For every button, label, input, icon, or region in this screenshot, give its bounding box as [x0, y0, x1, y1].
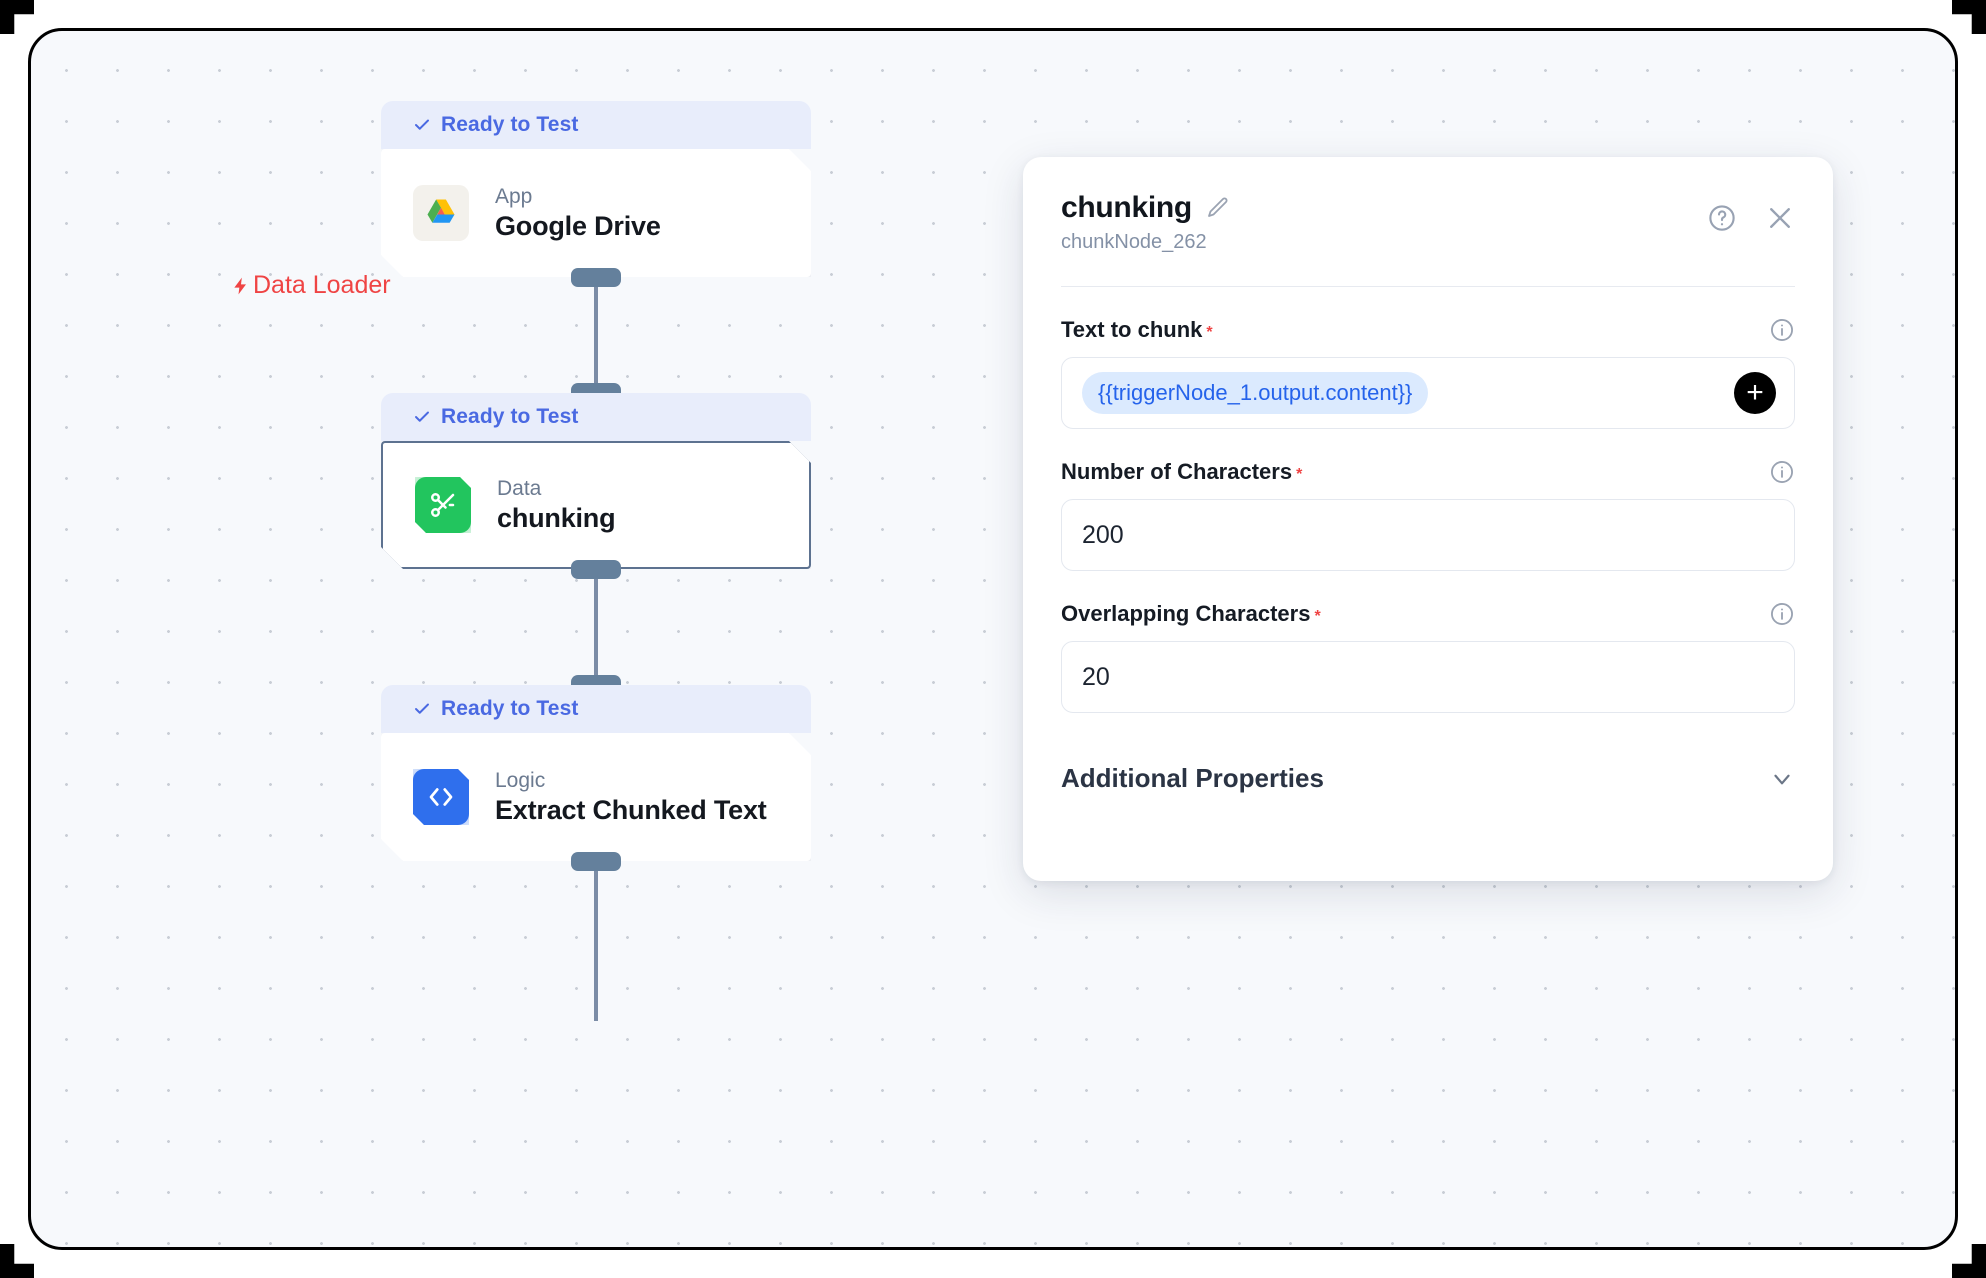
field-label-text: Text to chunk [1061, 317, 1203, 342]
node-title-label: Extract Chunked Text [495, 794, 767, 825]
pencil-icon[interactable] [1206, 196, 1230, 220]
check-icon [413, 700, 431, 718]
data-loader-annotation: Data Loader [231, 271, 391, 300]
node-status-label: Ready to Test [441, 113, 579, 136]
field-overlapping-characters: Overlapping Characters* 20 [1061, 601, 1795, 713]
node-card[interactable]: App Google Drive [381, 149, 811, 277]
question-circle-icon[interactable] [1707, 203, 1737, 233]
panel-title-row: chunking [1061, 191, 1795, 225]
field-label-row: Number of Characters* [1061, 459, 1795, 485]
additional-properties-accordion[interactable]: Additional Properties [1061, 763, 1795, 794]
connector-3 [381, 852, 811, 1021]
node-kind-label: Data [497, 476, 542, 500]
text-to-chunk-input[interactable]: {{triggerNode_1.output.content}} + [1061, 357, 1795, 429]
required-asterisk: * [1296, 466, 1303, 483]
info-icon[interactable] [1769, 459, 1795, 485]
field-label: Text to chunk* [1061, 317, 1213, 343]
node-status-badge: Ready to Test [381, 101, 811, 149]
input-value: 200 [1082, 520, 1124, 549]
node-google-drive[interactable]: Ready to Test App Google Drive [381, 101, 811, 277]
field-label-row: Overlapping Characters* [1061, 601, 1795, 627]
overlapping-characters-input[interactable]: 20 [1061, 641, 1795, 713]
node-title-label: chunking [497, 502, 616, 533]
panel-subtitle: chunkNode_262 [1061, 231, 1207, 253]
node-status-label: Ready to Test [441, 697, 579, 720]
required-asterisk: * [1314, 608, 1321, 625]
panel-divider [1061, 286, 1795, 287]
page-title: chunking [1061, 191, 1192, 224]
close-icon[interactable] [1765, 203, 1795, 233]
corner-mark-top-right [1952, 0, 1986, 34]
field-label-text: Number of Characters [1061, 459, 1293, 484]
node-flow: Ready to Test App Google Drive [381, 101, 811, 1021]
node-text: App Google Drive [495, 185, 661, 242]
connector-1 [381, 268, 811, 402]
google-drive-icon [413, 185, 469, 241]
node-status-badge: Ready to Test [381, 685, 811, 733]
field-label: Overlapping Characters* [1061, 601, 1321, 627]
node-kind-label: Logic [495, 768, 546, 792]
node-text: Data chunking [497, 477, 615, 534]
node-config-panel: chunking chunkNode_262 [1023, 157, 1833, 881]
number-of-characters-input[interactable]: 200 [1061, 499, 1795, 571]
field-number-of-characters: Number of Characters* 200 [1061, 459, 1795, 571]
check-icon [413, 116, 431, 134]
data-loader-label-text: Data Loader [253, 271, 391, 299]
check-icon [413, 408, 431, 426]
node-status-badge: Ready to Test [381, 393, 811, 441]
node-kind-label: App [495, 184, 533, 208]
node-text: Logic Extract Chunked Text [495, 769, 767, 826]
chevron-down-icon[interactable] [1769, 766, 1795, 792]
node-card[interactable]: Logic Extract Chunked Text [381, 733, 811, 861]
connector-handle-top[interactable] [571, 852, 621, 871]
corner-mark-top-left [0, 0, 34, 34]
field-text-to-chunk: Text to chunk* {{triggerNode_1.output.co… [1061, 317, 1795, 429]
node-title-label: Google Drive [495, 210, 661, 241]
node-card[interactable]: Data chunking [381, 441, 811, 569]
connector-handle-top[interactable] [571, 560, 621, 579]
required-asterisk: * [1206, 324, 1213, 341]
info-icon[interactable] [1769, 601, 1795, 627]
corner-mark-bottom-left [0, 1244, 34, 1278]
add-variable-button[interactable]: + [1734, 372, 1776, 414]
accordion-label: Additional Properties [1061, 763, 1324, 793]
connector-handle-top[interactable] [571, 268, 621, 287]
field-label-row: Text to chunk* [1061, 317, 1795, 343]
lightning-bolt-icon [231, 274, 251, 298]
field-label-text: Overlapping Characters [1061, 601, 1311, 626]
node-chunking[interactable]: Ready to Test Data chunking [381, 393, 811, 569]
node-status-label: Ready to Test [441, 405, 579, 428]
panel-actions [1707, 203, 1795, 233]
node-extract-chunked-text[interactable]: Ready to Test Logic Extract Chunked Text [381, 685, 811, 861]
panel-header: chunking chunkNode_262 [1061, 191, 1795, 254]
connector-2 [381, 560, 811, 694]
field-label: Number of Characters* [1061, 459, 1302, 485]
workflow-canvas[interactable]: Data Loader Ready to Test [28, 28, 1958, 1250]
code-brackets-icon [413, 769, 469, 825]
corner-mark-bottom-right [1952, 1244, 1986, 1278]
variable-token-pill[interactable]: {{triggerNode_1.output.content}} [1082, 372, 1429, 414]
input-value: 20 [1082, 662, 1110, 691]
info-icon[interactable] [1769, 317, 1795, 343]
scissors-icon [415, 477, 471, 533]
